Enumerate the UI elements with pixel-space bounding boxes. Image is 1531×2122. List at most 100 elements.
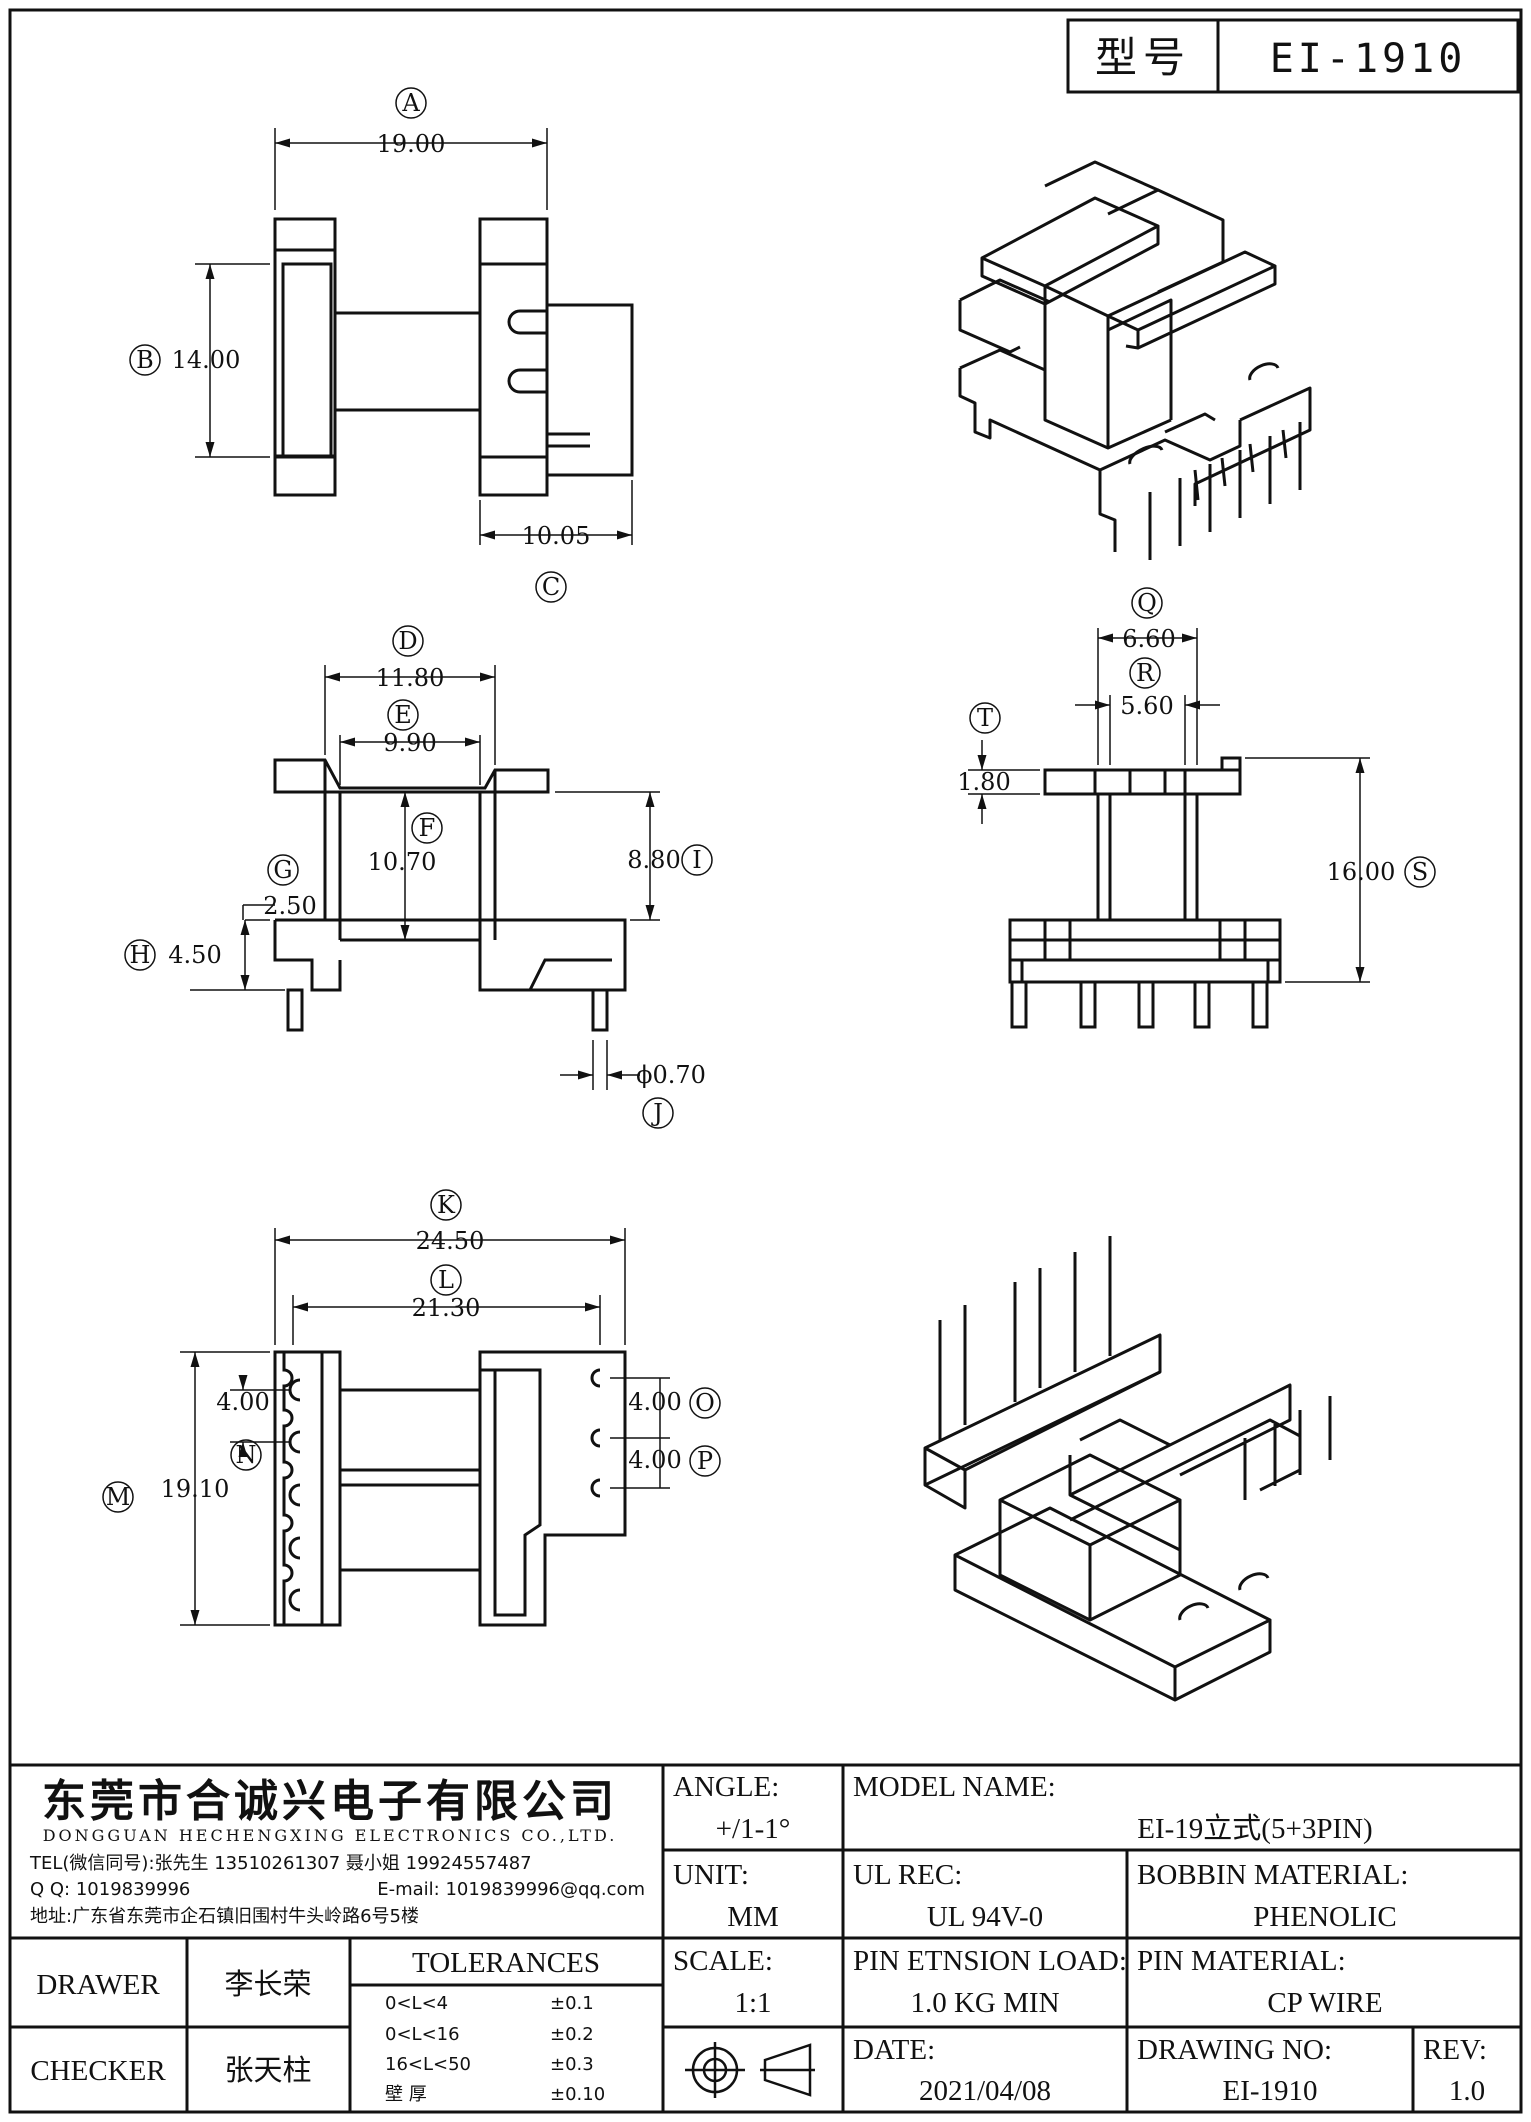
callout-circle-h: [124, 939, 156, 971]
dim-b: 14.00: [172, 346, 241, 374]
callout-circle-c: [535, 571, 567, 603]
callout-circle-j: [642, 1097, 674, 1129]
callout-circle-i: [681, 844, 713, 876]
callout-circle-t: [969, 702, 1001, 734]
side-view: [1008, 756, 1282, 1029]
callout-t: T: [977, 704, 993, 732]
callout-circle-g: [267, 854, 299, 886]
callout-circle-k: [430, 1189, 462, 1221]
tolerance-range-3: 16<L<50: [385, 2054, 471, 2075]
dim-e: 9.90: [383, 729, 436, 757]
iso-view-top: [958, 160, 1312, 560]
callout-r: R: [1136, 659, 1155, 687]
rev-value: 1.0: [1449, 2075, 1485, 2107]
unit-label: UNIT:: [673, 1859, 749, 1891]
drawing-no-label: DRAWING NO:: [1137, 2034, 1332, 2066]
callout-n: N: [236, 1441, 257, 1469]
ul-rec-label: UL REC:: [853, 1859, 962, 1891]
bobbin-material-value: PHENOLIC: [1253, 1901, 1396, 1933]
callout-circle-a: [395, 87, 427, 119]
drawer-value: 李长荣: [224, 1968, 311, 2001]
angle-value: +/1-1°: [716, 1813, 791, 1845]
pin-material-label: PIN MATERIAL:: [1137, 1945, 1346, 1977]
bottom-view-dims: [180, 1228, 670, 1626]
callout-c: C: [542, 573, 560, 601]
callout-s: S: [1412, 858, 1428, 886]
angle-label: ANGLE:: [673, 1771, 779, 1803]
callout-a: A: [401, 89, 420, 117]
callout-e: E: [394, 701, 412, 729]
dim-r: 5.60: [1120, 692, 1173, 720]
title-block: [10, 1763, 1521, 2112]
callout-b: B: [136, 346, 154, 374]
pin-load-label: PIN ETNSION LOAD:: [853, 1945, 1127, 1977]
dim-p: 4.00: [628, 1446, 681, 1474]
callout-circle-f: [411, 812, 443, 844]
bottom-view: [273, 1350, 627, 1627]
callout-q: Q: [1137, 589, 1157, 617]
tolerance-value-1: ±0.1: [550, 1993, 594, 2014]
model-header: 型号 EI-1910: [1066, 18, 1520, 94]
callout-circle-l: [430, 1264, 462, 1296]
side-view-labels: Q 6.60 R 5.60 T 1.80 16.00 S: [957, 587, 1436, 888]
tolerance-range-4: 壁 厚: [385, 2084, 427, 2105]
dim-o: 4.00: [628, 1388, 681, 1416]
top-view: [273, 217, 634, 497]
tolerance-value-2: ±0.2: [550, 2024, 594, 2045]
callout-circle-b: [129, 344, 161, 376]
dim-n: 4.00: [216, 1388, 269, 1416]
callout-m: M: [106, 1483, 131, 1511]
top-view-dims: [195, 128, 633, 545]
dim-k: 24.50: [416, 1227, 485, 1255]
company-email: E-mail: 1019839996@qq.com: [377, 1879, 645, 1900]
dim-h: 4.50: [168, 941, 221, 969]
rev-label: REV:: [1423, 2034, 1487, 2066]
dim-i: 8.80: [627, 846, 680, 874]
company-name-cn: 东莞市合诚兴电子有限公司: [42, 1776, 618, 1827]
top-view-labels: A 19.00 B 14.00 10.05 C: [129, 87, 591, 603]
tolerance-range-1: 0<L<4: [385, 1993, 448, 2014]
callout-l: L: [438, 1266, 454, 1294]
checker-label: CHECKER: [30, 2055, 166, 2087]
dim-q: 6.60: [1122, 625, 1175, 653]
company-info: 东莞市合诚兴电子有限公司 DONGGUAN HECHENGXING ELECTR…: [29, 1776, 645, 1927]
projection-symbol: [685, 2042, 815, 2098]
tolerances-label: TOLERANCES: [412, 1947, 600, 1979]
callout-p: P: [697, 1447, 713, 1475]
callout-j: J: [650, 1099, 663, 1127]
title-block-fields: ANGLE: +/1-1° MODEL NAME: EI-19立式(5+3PIN…: [30, 1771, 1487, 2107]
ul-rec-value: UL 94V-0: [927, 1901, 1043, 1933]
callout-k: K: [437, 1191, 456, 1219]
callout-circle-n: [230, 1439, 262, 1471]
scale-value: 1:1: [734, 1987, 771, 2019]
callout-i: I: [692, 846, 701, 874]
company-qq: Q Q: 1019839996: [30, 1879, 190, 1900]
bottom-view-labels: K 24.50 L 21.30 M 19.10 4.00 N 4.00 O 4.…: [102, 1189, 721, 1513]
dim-l: 21.30: [412, 1294, 481, 1322]
dim-g: 2.50: [263, 892, 316, 920]
front-view-dims: [190, 665, 660, 1090]
sheet-border: [8, 8, 1523, 2114]
front-view: [273, 758, 627, 1032]
callout-circle-s: [1404, 856, 1436, 888]
callout-circle-p: [689, 1445, 721, 1477]
callout-d: D: [398, 627, 417, 655]
dim-d: 11.80: [376, 664, 445, 692]
unit-value: MM: [727, 1901, 779, 1933]
scale-label: SCALE:: [673, 1945, 773, 1977]
model-value: EI-1910: [1270, 36, 1467, 82]
tolerance-value-4: ±0.10: [550, 2084, 605, 2105]
dim-c: 10.05: [522, 522, 591, 550]
checker-value: 张天柱: [224, 2054, 311, 2087]
callout-circle-d: [392, 625, 424, 657]
iso-view-bottom: [923, 1236, 1332, 1702]
callout-circle-m: [102, 1481, 134, 1513]
callout-f: F: [419, 814, 436, 842]
side-view-dims: [968, 628, 1370, 983]
company-tel: TEL(微信同号):张先生 13510261307 聂小姐 1992455748…: [29, 1853, 532, 1874]
callout-circle-q: [1131, 587, 1163, 619]
drawer-label: DRAWER: [36, 1969, 160, 2001]
dim-j: ϕ0.70: [636, 1061, 706, 1089]
dim-t: 1.80: [957, 768, 1010, 796]
date-label: DATE:: [853, 2034, 935, 2066]
